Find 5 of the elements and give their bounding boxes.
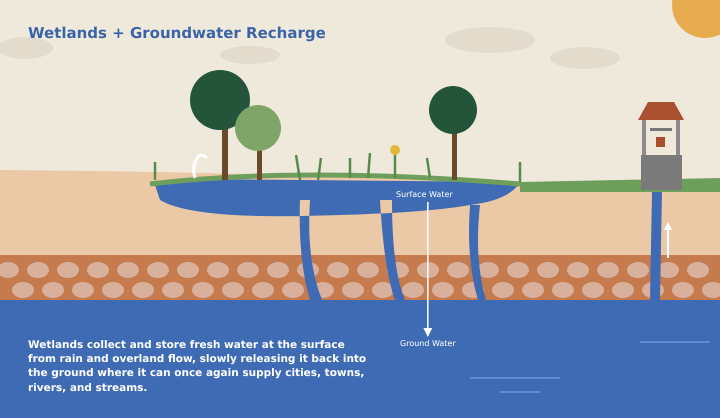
water-label: Ground Water [398,338,458,349]
description-text: Wetlands collect and store fresh water at the surface from rain and overland flow, slowly releasing it back into the ground where it can once again supply cities, towns, rivers, and streams. [28,338,368,395]
title: Wetlands + Groundwater Recharge [28,24,326,42]
water-label: Surface Water [394,189,455,200]
flow-arrow [423,202,432,337]
